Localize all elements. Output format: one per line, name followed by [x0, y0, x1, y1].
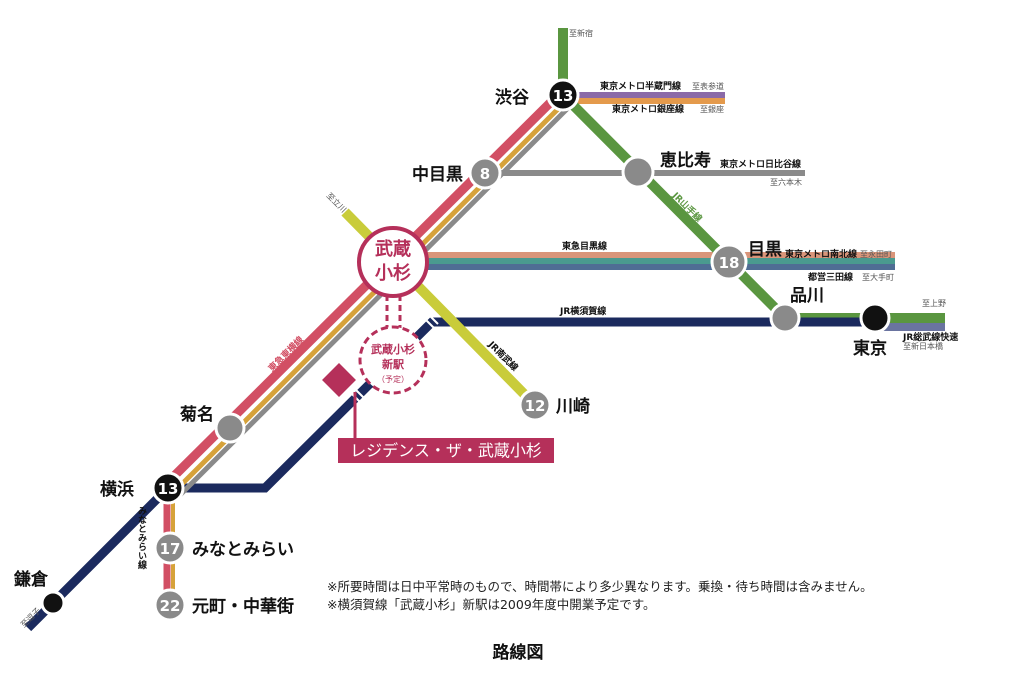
shinagawa-station[interactable]	[769, 302, 801, 334]
hanzomon-label: 東京メトロ半蔵門線	[600, 80, 681, 92]
shibuya-label: 渋谷	[495, 87, 530, 108]
nakameguro-minutes: 8	[480, 165, 490, 183]
yokosuka-line	[24, 317, 875, 632]
kamakura-label: 鎌倉	[13, 569, 49, 590]
meguro-station[interactable]: 18	[710, 243, 748, 281]
kosugi-label-1: 武蔵	[375, 239, 411, 260]
kamakura-station[interactable]	[40, 590, 66, 616]
minatomirai-label: みなとみらい	[192, 540, 294, 560]
hanzomon-direction: 至表参道	[692, 81, 724, 91]
musashi-kosugi-station[interactable]	[357, 226, 429, 298]
nakameguro-station[interactable]: 8	[468, 156, 502, 190]
minatomirai-line-label: みなとみらい線	[136, 506, 147, 570]
motomachi-station[interactable]: 22	[153, 588, 187, 622]
tokyo-label: 東京	[853, 338, 887, 359]
tokyo-station[interactable]	[859, 302, 891, 334]
kosugi-label-2: 小杉	[375, 262, 411, 284]
namboku-direction: 至永田町	[860, 249, 892, 259]
yokohama-label: 横浜	[100, 479, 134, 500]
motomachi-minutes: 22	[160, 597, 181, 615]
minatomirai-station[interactable]: 17	[153, 531, 187, 565]
shibuya-station[interactable]: 13	[546, 78, 580, 112]
yamanote-line	[559, 91, 945, 323]
shibuya-minutes: 13	[553, 87, 574, 105]
kikuna-station[interactable]	[214, 412, 246, 444]
meguro-label: 目黒	[748, 240, 782, 260]
ebisu-station[interactable]	[621, 155, 655, 189]
ueno-direction: 至上野	[922, 299, 946, 308]
kawasaki-station[interactable]: 12	[518, 388, 552, 422]
meguro-minutes: 18	[719, 254, 740, 272]
new-station-ticks	[349, 313, 439, 403]
kawasaki-label: 川崎	[555, 396, 590, 417]
namboku-label: 東京メトロ南北線	[785, 248, 857, 260]
motomachi-label: 元町・中華街	[192, 596, 294, 617]
residence-marker[interactable]	[322, 363, 356, 397]
minatomirai-minutes: 17	[160, 540, 181, 558]
caption: 路線図	[492, 643, 544, 663]
yokosuka-label: JR横須賀線	[559, 305, 606, 317]
ebisu-label: 恵比寿	[660, 150, 711, 171]
kosugi-new-station[interactable]	[358, 325, 428, 395]
kosugi-new-planned: （予定）	[377, 374, 409, 384]
kikuna-label: 菊名	[180, 404, 214, 425]
sobu-label: JR総武線快速	[902, 331, 958, 343]
sobu-direction: 至新日本橋	[903, 341, 943, 351]
mita-direction: 至大手町	[862, 272, 894, 282]
meguro-line-label: 東急目黒線	[562, 240, 607, 252]
kosugi-new-label: 武蔵小杉	[371, 342, 415, 356]
kosugi-new-label-2: 新駅	[382, 357, 404, 371]
hibiya-direction: 至六本木	[770, 177, 802, 187]
shinjuku-direction: 至新宿	[569, 28, 593, 38]
tachikawa-direction: 至立川	[325, 190, 349, 214]
kawasaki-minutes: 12	[525, 397, 546, 415]
ginza-direction: 至銀座	[700, 104, 724, 114]
shinagawa-label: 品川	[790, 286, 824, 306]
note-new-station: ※横須賀線「武蔵小杉」新駅は2009年度中開業予定です。	[327, 597, 656, 612]
ginza-label: 東京メトロ銀座線	[612, 103, 684, 115]
yokohama-station[interactable]: 13	[151, 471, 185, 505]
note-travel-time: ※所要時間は日中平常時のもので、時間帯により多少異なります。乗換・待ち時間は含み…	[327, 579, 873, 594]
yokohama-minutes: 13	[158, 480, 179, 498]
nakameguro-label: 中目黒	[412, 164, 463, 185]
mita-label: 都営三田線	[807, 271, 853, 283]
residence-label-box	[338, 438, 554, 463]
residence-label: レジデンス・ザ・武蔵小杉	[350, 441, 542, 460]
hibiya-label: 東京メトロ日比谷線	[720, 158, 801, 170]
